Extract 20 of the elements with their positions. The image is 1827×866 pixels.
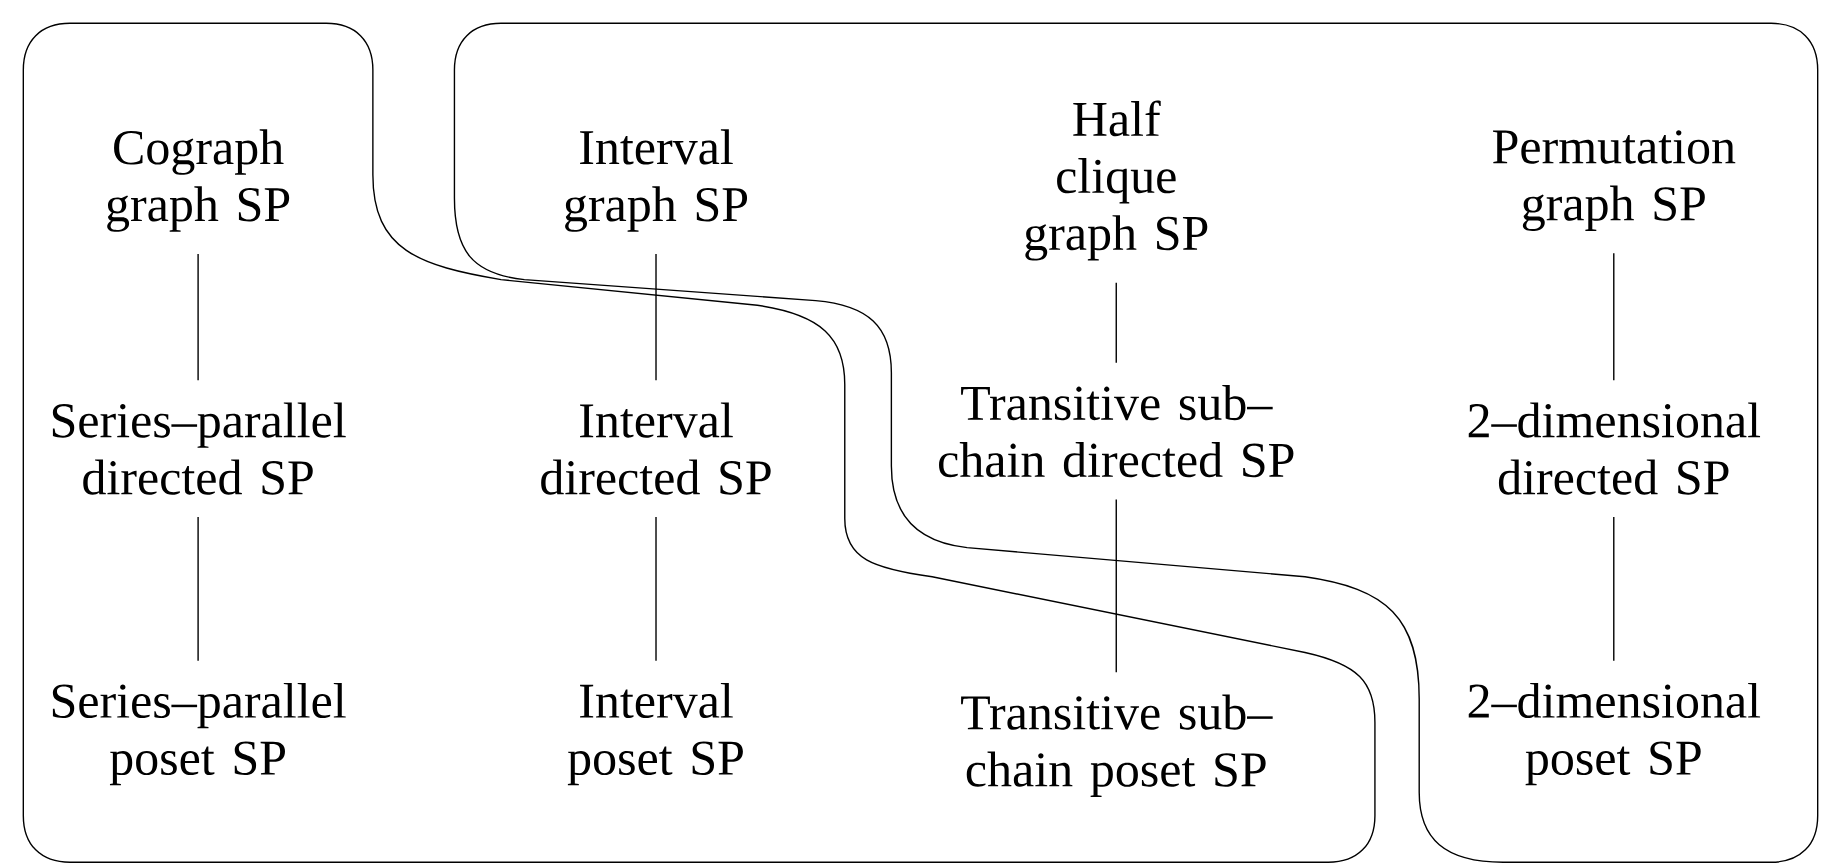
- node-label: 2–dimensional poset SP: [1468, 683, 1761, 786]
- connector-line: [655, 253, 657, 382]
- node-label: Transitive sub–chain poset SP: [961, 694, 1273, 798]
- node-label: Interval directed SP: [541, 402, 771, 495]
- node-label: Interval graph SP: [565, 129, 748, 232]
- connector-line: [1613, 516, 1615, 662]
- node-label: Interval poset SP: [567, 683, 743, 786]
- node-label: Series–parallel directed SP: [52, 402, 346, 495]
- node-label: Permutation graph SP: [1493, 130, 1736, 232]
- node-label: 2–dimensional directed SP: [1468, 402, 1761, 495]
- node-label: Transitive sub–chain directed SP: [939, 385, 1294, 478]
- connector-line: [655, 516, 657, 662]
- node-label: Series–parallel poset SP: [52, 683, 346, 786]
- connector-line: [197, 253, 199, 382]
- connector-line: [197, 516, 199, 662]
- connector-line: [1613, 252, 1615, 382]
- connector-line: [1115, 282, 1117, 364]
- node-label: Half clique graph SP: [1025, 100, 1208, 261]
- node-label: Cograph graph SP: [107, 129, 290, 232]
- connector-line: [1115, 498, 1117, 674]
